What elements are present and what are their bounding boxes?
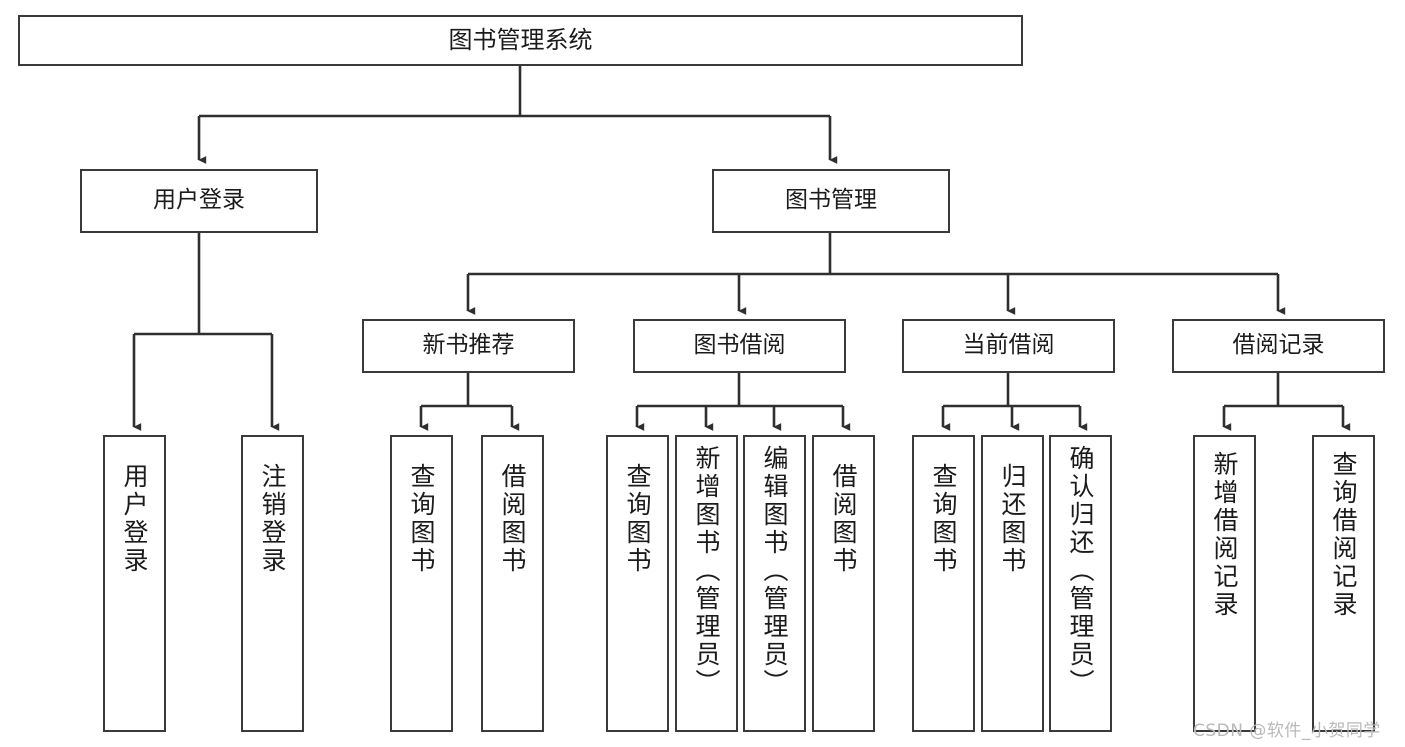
leaf-book-borrow-borrow[interactable]: 借阅图书 bbox=[812, 435, 875, 732]
leaf-book-borrow-edit[interactable]: 编辑图书（管理员） bbox=[743, 435, 806, 732]
node-borrow-record[interactable]: 借阅记录 bbox=[1172, 319, 1385, 373]
node-label: 注销登录 bbox=[258, 463, 287, 575]
node-label: 查询图书 bbox=[929, 463, 958, 575]
node-current-borrow[interactable]: 当前借阅 bbox=[902, 319, 1115, 373]
node-label: 查询图书 bbox=[407, 463, 436, 575]
node-label: 新书推荐 bbox=[422, 332, 515, 359]
node-label: 图书管理 bbox=[785, 187, 877, 214]
leaf-book-borrow-add[interactable]: 新增图书（管理员） bbox=[675, 435, 738, 732]
node-label: 图书借阅 bbox=[693, 332, 786, 359]
leaf-current-borrow-query[interactable]: 查询图书 bbox=[912, 435, 975, 732]
leaf-book-borrow-query[interactable]: 查询图书 bbox=[606, 435, 669, 732]
leaf-new-book-borrow[interactable]: 借阅图书 bbox=[481, 435, 544, 732]
node-label: 编辑图书（管理员） bbox=[760, 445, 789, 697]
leaf-borrow-record-add[interactable]: 新增借阅记录 bbox=[1193, 435, 1256, 732]
leaf-current-borrow-confirm-return[interactable]: 确认归还（管理员） bbox=[1049, 435, 1112, 732]
leaf-current-borrow-return[interactable]: 归还图书 bbox=[981, 435, 1044, 732]
node-book-borrow[interactable]: 图书借阅 bbox=[633, 319, 846, 373]
node-label: 查询图书 bbox=[623, 463, 652, 575]
node-label: 借阅记录 bbox=[1232, 332, 1325, 359]
node-label: 查询借阅记录 bbox=[1329, 451, 1358, 619]
node-user-login[interactable]: 用户登录 bbox=[80, 169, 318, 233]
node-book-management[interactable]: 图书管理 bbox=[712, 169, 950, 233]
csdn-watermark: CSDN @软件_小贺同学 bbox=[1193, 721, 1381, 741]
leaf-user-login-logout[interactable]: 注销登录 bbox=[241, 435, 304, 732]
node-label: 确认归还（管理员） bbox=[1066, 445, 1095, 697]
node-label: 新增图书（管理员） bbox=[692, 445, 721, 697]
node-label: 当前借阅 bbox=[962, 332, 1055, 359]
node-label: 借阅图书 bbox=[829, 463, 858, 575]
leaf-user-login-login[interactable]: 用户登录 bbox=[103, 435, 166, 732]
node-root-system[interactable]: 图书管理系统 bbox=[18, 15, 1023, 66]
node-new-book-recommend[interactable]: 新书推荐 bbox=[362, 319, 575, 373]
node-label: 新增借阅记录 bbox=[1210, 451, 1239, 619]
node-label: 图书管理系统 bbox=[448, 26, 593, 55]
node-label: 借阅图书 bbox=[498, 463, 527, 575]
node-label: 用户登录 bbox=[153, 187, 245, 214]
leaf-new-book-query[interactable]: 查询图书 bbox=[390, 435, 453, 732]
leaf-borrow-record-query[interactable]: 查询借阅记录 bbox=[1312, 435, 1375, 732]
node-label: 用户登录 bbox=[120, 463, 149, 575]
node-label: 归还图书 bbox=[998, 463, 1027, 575]
